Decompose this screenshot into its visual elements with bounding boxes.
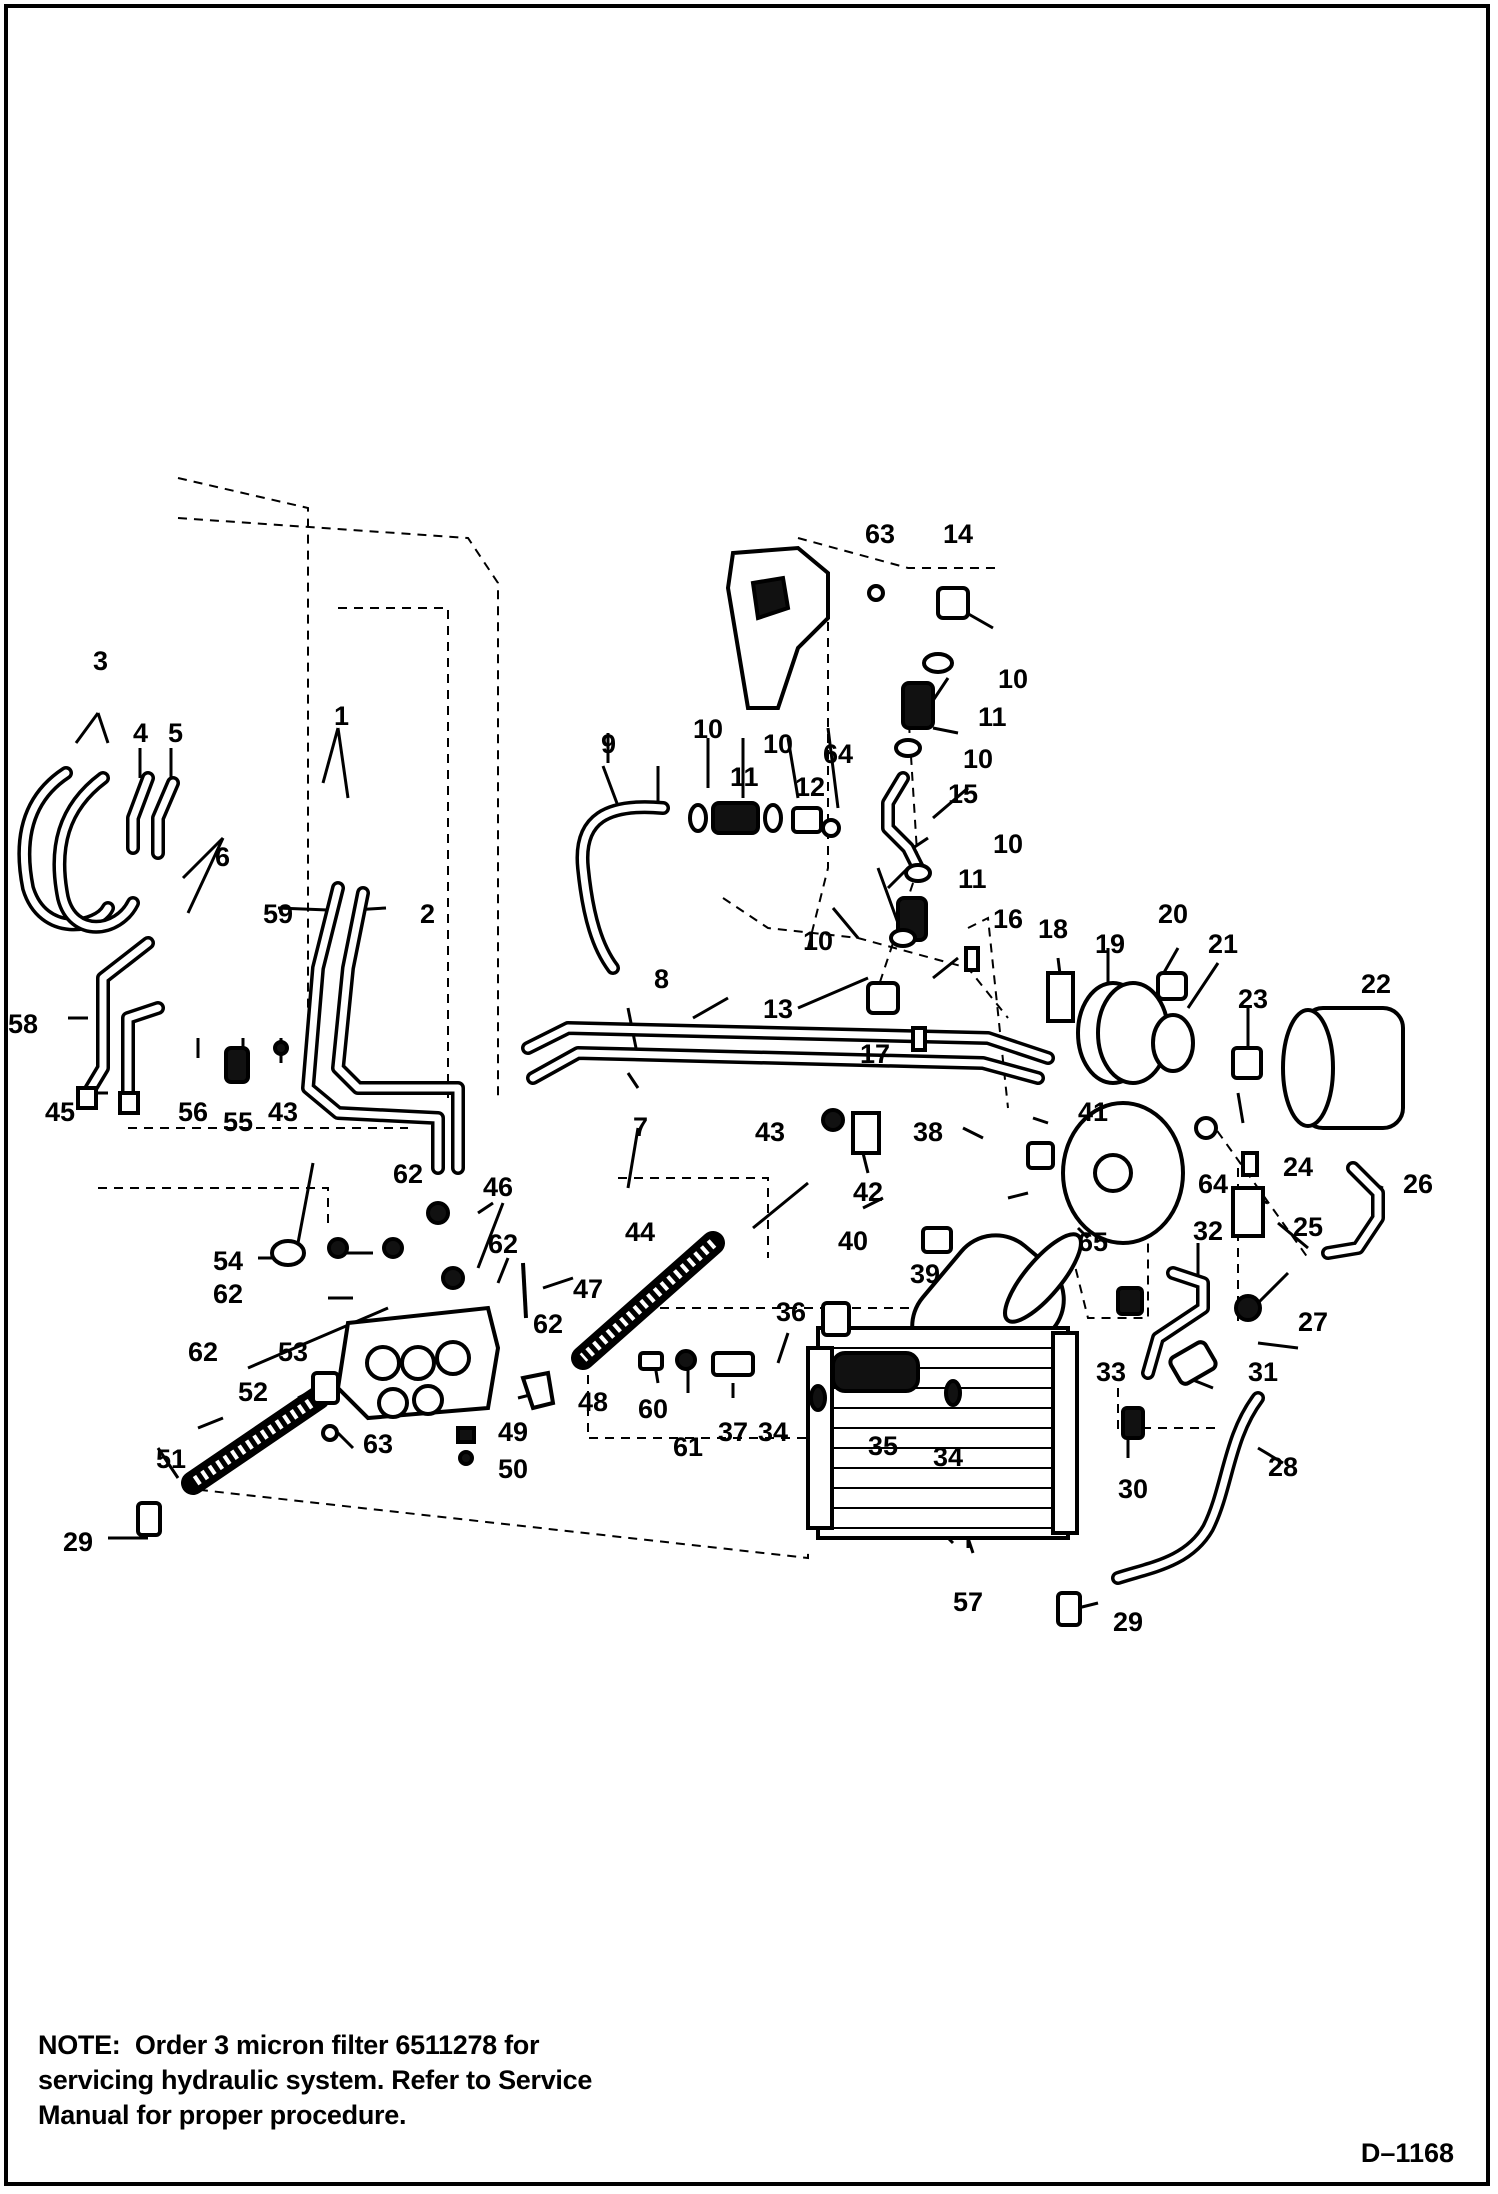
callout-14: 14 bbox=[943, 519, 973, 549]
callout-25: 25 bbox=[1293, 1212, 1323, 1242]
callout-9: 9 bbox=[601, 729, 616, 759]
drawing-code: D–1168 bbox=[1360, 2138, 1454, 2168]
callout-46: 46 bbox=[483, 1172, 513, 1202]
callout-11-a: 11 bbox=[730, 762, 759, 792]
note-text: Order 3 micron filter 6511278 for servic… bbox=[38, 2030, 593, 2130]
callout-33: 33 bbox=[1096, 1357, 1126, 1387]
callout-23: 23 bbox=[1238, 984, 1268, 1014]
diagram-frame: 1 2 3 4 5 6 7 8 9 10 10 10 10 10 10 11 1… bbox=[4, 4, 1490, 2186]
callout-3: 3 bbox=[93, 646, 108, 676]
callout-18: 18 bbox=[1038, 914, 1068, 944]
callout-30: 30 bbox=[1118, 1474, 1148, 1504]
callout-58: 58 bbox=[8, 1009, 38, 1039]
callout-62-a: 62 bbox=[393, 1159, 423, 1189]
callout-63-b: 63 bbox=[363, 1429, 393, 1459]
callout-55: 55 bbox=[223, 1107, 253, 1137]
callout-50: 50 bbox=[498, 1454, 528, 1484]
callout-1: 1 bbox=[334, 701, 349, 731]
callout-40: 40 bbox=[838, 1226, 868, 1256]
callout-60: 60 bbox=[638, 1394, 668, 1424]
callout-43-b: 43 bbox=[755, 1117, 785, 1147]
callout-19: 19 bbox=[1095, 929, 1125, 959]
callout-44: 44 bbox=[625, 1217, 655, 1247]
leader-lines bbox=[68, 606, 1384, 1610]
callout-62-c: 62 bbox=[213, 1279, 243, 1309]
callout-34-b: 34 bbox=[933, 1442, 963, 1472]
callout-64-b: 64 bbox=[1198, 1169, 1228, 1199]
callout-48: 48 bbox=[578, 1387, 608, 1417]
callout-8: 8 bbox=[654, 964, 669, 994]
callout-20: 20 bbox=[1158, 899, 1188, 929]
callout-10-f: 10 bbox=[803, 926, 833, 956]
callout-65: 65 bbox=[1078, 1227, 1108, 1257]
hydraulic-parts-diagram: 1 2 3 4 5 6 7 8 9 10 10 10 10 10 10 11 1… bbox=[8, 477, 1433, 1637]
callout-45: 45 bbox=[45, 1097, 75, 1127]
callout-27: 27 bbox=[1298, 1307, 1328, 1337]
callout-32: 32 bbox=[1193, 1216, 1223, 1246]
callout-28: 28 bbox=[1268, 1452, 1298, 1482]
tubes-and-hoses bbox=[17, 766, 1385, 1585]
callout-53: 53 bbox=[278, 1337, 308, 1367]
callout-43-a: 43 bbox=[268, 1097, 298, 1127]
callout-56: 56 bbox=[178, 1097, 208, 1127]
callout-63-a: 63 bbox=[865, 519, 895, 549]
callout-26: 26 bbox=[1403, 1169, 1433, 1199]
callout-39: 39 bbox=[910, 1259, 940, 1289]
callout-64-a: 64 bbox=[823, 739, 853, 769]
callout-35: 35 bbox=[868, 1431, 898, 1461]
callout-21: 21 bbox=[1208, 929, 1238, 959]
callout-16: 16 bbox=[993, 904, 1023, 934]
callout-22: 22 bbox=[1361, 969, 1391, 999]
callout-11-b: 11 bbox=[978, 702, 1007, 732]
callout-10-b: 10 bbox=[763, 729, 793, 759]
callout-38: 38 bbox=[913, 1117, 943, 1147]
callout-62-d: 62 bbox=[188, 1337, 218, 1367]
callout-62-e: 62 bbox=[533, 1309, 563, 1339]
callout-5: 5 bbox=[168, 718, 183, 748]
callout-57: 57 bbox=[953, 1587, 983, 1617]
reinforced-hoses bbox=[181, 1231, 725, 1495]
callout-52: 52 bbox=[238, 1377, 268, 1407]
callout-36: 36 bbox=[776, 1297, 806, 1327]
callout-10-d: 10 bbox=[963, 744, 993, 774]
callout-42: 42 bbox=[853, 1177, 883, 1207]
callout-34-a: 34 bbox=[758, 1417, 788, 1447]
callout-11-c: 11 bbox=[958, 864, 987, 894]
callout-29-right: 29 bbox=[1113, 1607, 1143, 1637]
callout-47: 47 bbox=[573, 1274, 603, 1304]
callout-7: 7 bbox=[633, 1112, 648, 1142]
callout-49: 49 bbox=[498, 1417, 528, 1447]
callout-10-c: 10 bbox=[998, 664, 1028, 694]
callout-labels: 1 2 3 4 5 6 7 8 9 10 10 10 10 10 10 11 1… bbox=[8, 519, 1433, 1637]
note-label: NOTE: bbox=[38, 2030, 121, 2060]
callout-6: 6 bbox=[215, 842, 230, 872]
service-note: NOTE: Order 3 micron filter 6511278 for … bbox=[38, 2028, 628, 2133]
callout-61: 61 bbox=[673, 1432, 703, 1462]
callout-24: 24 bbox=[1283, 1152, 1313, 1182]
callout-31: 31 bbox=[1248, 1357, 1278, 1387]
callout-37: 37 bbox=[718, 1417, 748, 1447]
callout-29-left: 29 bbox=[63, 1527, 93, 1557]
callout-41: 41 bbox=[1078, 1097, 1108, 1127]
callout-10-a: 10 bbox=[693, 714, 723, 744]
callout-2: 2 bbox=[420, 899, 435, 929]
callout-62-b: 62 bbox=[488, 1229, 518, 1259]
callout-59: 59 bbox=[263, 899, 293, 929]
callout-54: 54 bbox=[213, 1246, 243, 1276]
callout-10-e: 10 bbox=[993, 829, 1023, 859]
callout-13: 13 bbox=[763, 994, 793, 1024]
callout-4: 4 bbox=[133, 718, 148, 748]
callout-15: 15 bbox=[948, 779, 978, 809]
callout-17: 17 bbox=[860, 1039, 890, 1069]
callout-51: 51 bbox=[156, 1444, 186, 1474]
callout-12: 12 bbox=[795, 772, 825, 802]
components bbox=[76, 545, 1405, 1627]
